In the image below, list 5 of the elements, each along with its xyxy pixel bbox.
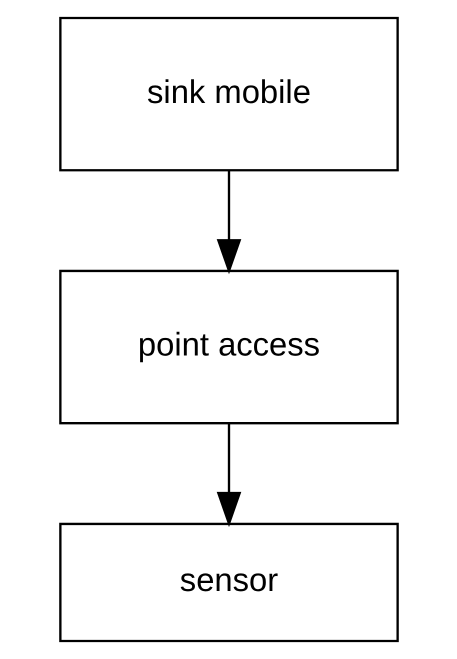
arrow [216,424,241,528]
arrow [216,170,241,274]
node-box: sensor [58,522,398,642]
node-box: point access [58,270,398,424]
node-box: sink mobile [58,16,398,172]
